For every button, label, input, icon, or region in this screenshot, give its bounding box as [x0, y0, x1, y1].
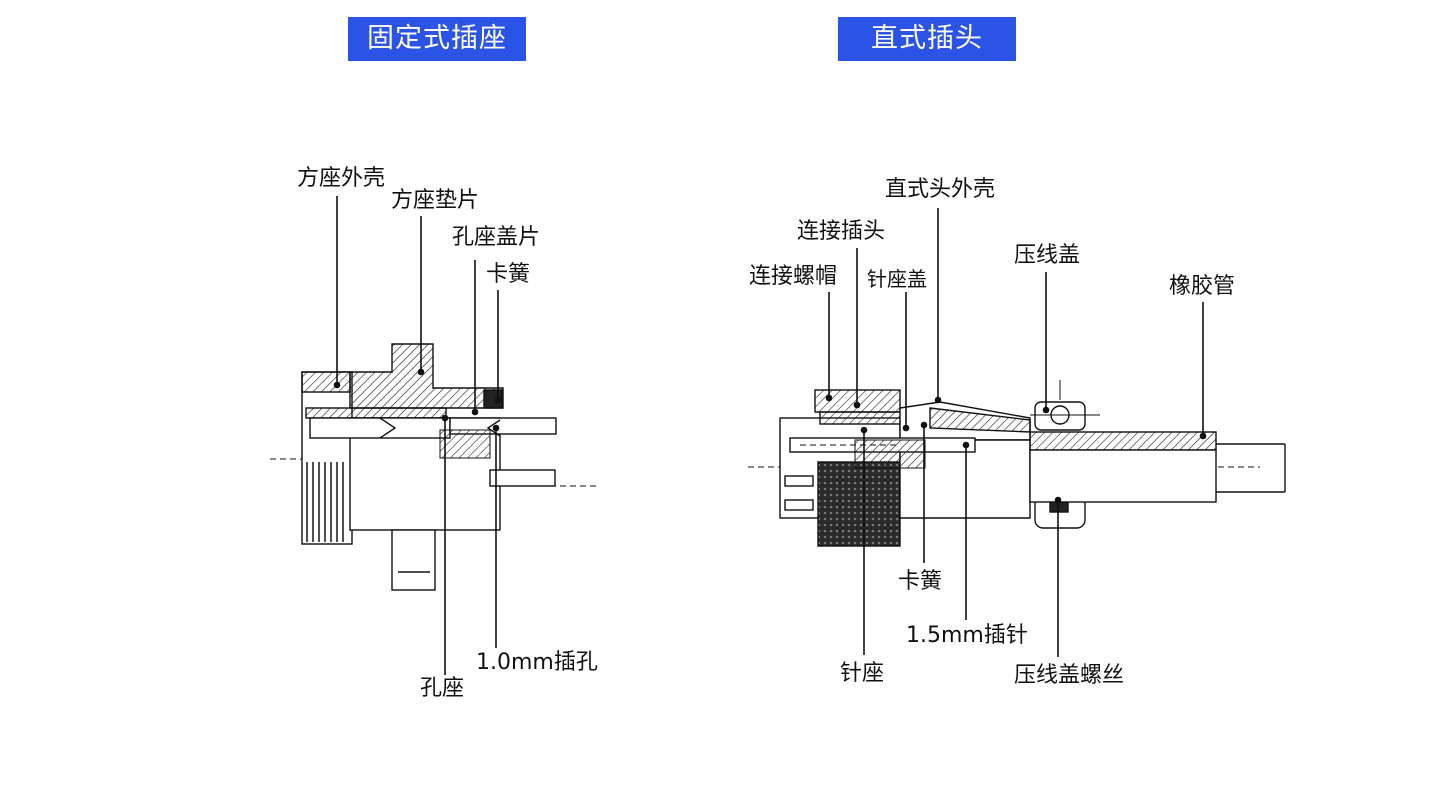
label-pin: 1.5mm插针	[906, 623, 1028, 648]
label-housing: 方座外壳	[297, 166, 386, 191]
label-socket-spring: 卡簧	[486, 262, 531, 287]
socket-leaders	[333, 196, 502, 675]
socket-title-banner: 固定式插座	[348, 17, 526, 61]
label-socket-hole: 1.0mm插孔	[476, 650, 598, 675]
label-hole-cover: 孔座盖片	[452, 225, 541, 250]
plug-drawing	[748, 380, 1286, 547]
plug-leaders	[825, 208, 1207, 657]
label-clamp-screw: 压线盖螺丝	[1014, 663, 1125, 688]
label-pin-seat: 针座	[840, 661, 885, 686]
plug-title-banner: 直式插头	[838, 17, 1016, 61]
label-plug-housing: 直式头外壳	[885, 177, 996, 202]
label-connector-plug: 连接插头	[797, 219, 886, 244]
label-hole-seat: 孔座	[420, 676, 465, 701]
label-clamp-cover: 压线盖	[1014, 243, 1081, 268]
label-gasket: 方座垫片	[391, 188, 480, 213]
label-rubber-tube: 橡胶管	[1169, 274, 1236, 299]
label-pin-seat-cover: 针座盖	[867, 267, 927, 291]
label-plug-spring: 卡簧	[898, 569, 943, 594]
socket-drawing	[270, 343, 598, 591]
label-connector-nut: 连接螺帽	[749, 264, 838, 289]
